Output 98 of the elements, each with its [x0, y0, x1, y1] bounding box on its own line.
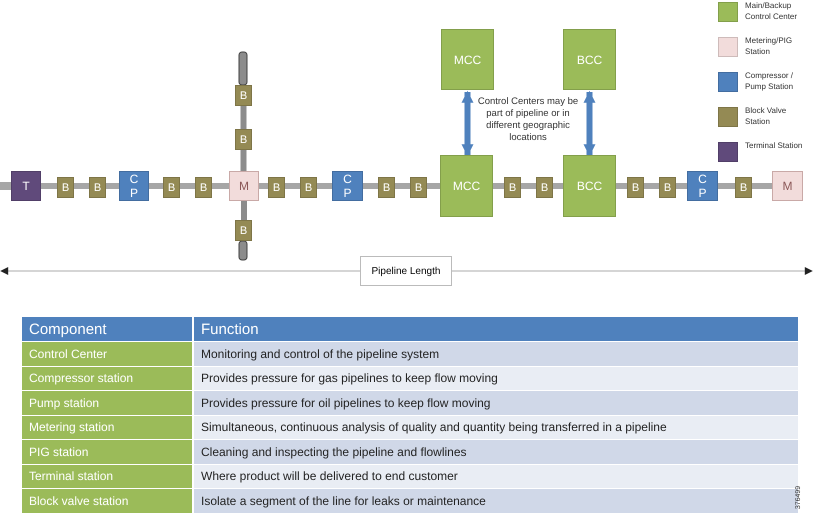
- station-label: BCC: [576, 52, 602, 66]
- pipeline-segment: [241, 201, 247, 220]
- station-label: B: [540, 180, 548, 194]
- legend-label: Block Valve Station: [745, 105, 788, 127]
- pipeline-segment: [616, 183, 627, 189]
- station-label: B: [62, 180, 70, 194]
- station-label: B: [272, 180, 280, 194]
- station-label: T: [22, 179, 30, 193]
- pipeline-segment: [240, 106, 246, 129]
- double-arrow: [584, 90, 596, 156]
- station-label: B: [382, 180, 390, 194]
- table-cell: Metering station: [22, 416, 194, 440]
- block-valve-box: [735, 177, 752, 198]
- pipeline-segment: [317, 183, 332, 189]
- station-label: B: [740, 180, 748, 194]
- block-valve-box: [504, 177, 521, 198]
- station-label: M: [239, 179, 249, 193]
- table-cell: Provides pressure for oil pipelines to keep flow moving: [194, 391, 798, 416]
- legend-label: Metering/PIG Station: [745, 35, 794, 57]
- block-valve-box: [235, 85, 252, 106]
- control-center-box: [440, 155, 493, 217]
- table-cell: Cleaning and inspecting the pipeline and flowlines: [194, 440, 798, 464]
- block-valve-box: [89, 177, 106, 198]
- pipeline-segment: [212, 183, 229, 189]
- table-cell: Block valve station: [22, 489, 194, 514]
- double-arrow: [462, 90, 474, 156]
- table-cell: Simultaneous, continuous analysis of quality and quantity being transferred in a pipeline: [194, 416, 798, 440]
- pipeline-segment: [363, 183, 378, 189]
- control-center-box: [563, 29, 616, 90]
- table-header-cell: Component: [22, 317, 194, 342]
- station-label: B: [168, 180, 176, 194]
- station-label: C P: [698, 172, 707, 200]
- compressor-pump-station-box: [119, 171, 149, 201]
- block-valve-box: [627, 177, 644, 198]
- block-valve-box: [410, 177, 427, 198]
- note-text: Control Centers may be part of pipeline or in different geographic locations: [476, 96, 580, 144]
- pipeline-segment: [553, 183, 563, 189]
- pipeline-segment: [644, 183, 659, 189]
- station-label: B: [240, 88, 248, 102]
- station-label: MCC: [452, 179, 480, 193]
- compressor-pump-station-box: [687, 171, 718, 201]
- block-valve-box: [659, 177, 676, 198]
- station-label: B: [414, 180, 422, 194]
- station-label: B: [240, 224, 248, 238]
- station-label: B: [304, 180, 312, 194]
- station-label: M: [782, 179, 792, 193]
- block-valve-box: [235, 129, 252, 150]
- pipeline-segment: [285, 183, 300, 189]
- table-cell: Terminal station: [22, 464, 194, 489]
- block-valve-box: [378, 177, 395, 198]
- station-label: B: [200, 180, 208, 194]
- station-label: B: [94, 180, 102, 194]
- block-valve-box: [268, 177, 285, 198]
- metering-station-box: [772, 171, 803, 201]
- dimension-label: Pipeline Length: [360, 256, 452, 286]
- legend-label: Main/Backup Control Center: [745, 0, 798, 22]
- station-label: C P: [130, 172, 138, 200]
- pipeline-segment: [180, 183, 195, 189]
- station-label: BCC: [576, 179, 602, 193]
- block-valve-box: [235, 220, 252, 241]
- table-cell: Compressor station: [22, 366, 194, 391]
- pipeline-segment: [752, 183, 772, 189]
- pipeline-segment: [718, 183, 735, 189]
- block-valve-box: [300, 177, 317, 198]
- pipeline-segment: [240, 150, 246, 171]
- terminal-station-box: [11, 171, 41, 201]
- table-cell: Pump station: [22, 391, 194, 416]
- pipeline-segment: [259, 183, 268, 189]
- pipeline-segment: [395, 183, 410, 189]
- metering-station-box: [229, 171, 259, 201]
- legend-label: Terminal Station: [745, 140, 804, 151]
- pipeline-segment: [676, 183, 687, 189]
- pipeline-segment: [106, 183, 119, 189]
- table-cell: Control Center: [22, 342, 194, 366]
- station-label: B: [632, 180, 640, 194]
- station-label: B: [508, 180, 516, 194]
- block-valve-box: [195, 177, 212, 198]
- table-cell: Provides pressure for gas pipelines to keep flow moving: [194, 366, 798, 391]
- pipeline-segment: [427, 183, 440, 189]
- pipeline-segment: [149, 183, 163, 189]
- control-center-box: [441, 29, 494, 90]
- station-label: B: [240, 132, 248, 146]
- station-label: B: [664, 180, 672, 194]
- pipeline-segment: [521, 183, 536, 189]
- pipeline-segment: [41, 183, 57, 189]
- pipeline-segment: [74, 183, 89, 189]
- block-valve-box: [536, 177, 553, 198]
- block-valve-box: [57, 177, 74, 198]
- compressor-pump-station-box: [332, 171, 363, 201]
- table-cell: PIG station: [22, 440, 194, 464]
- station-label: MCC: [454, 52, 482, 66]
- control-center-box: [563, 155, 616, 217]
- table-cell: Monitoring and control of the pipeline system: [194, 342, 798, 366]
- station-label: C P: [343, 172, 352, 200]
- table-header-cell: Function: [194, 317, 798, 342]
- block-valve-box: [163, 177, 180, 198]
- pipeline-segment: [493, 183, 504, 189]
- legend-label: Compressor / Pump Station: [745, 70, 794, 92]
